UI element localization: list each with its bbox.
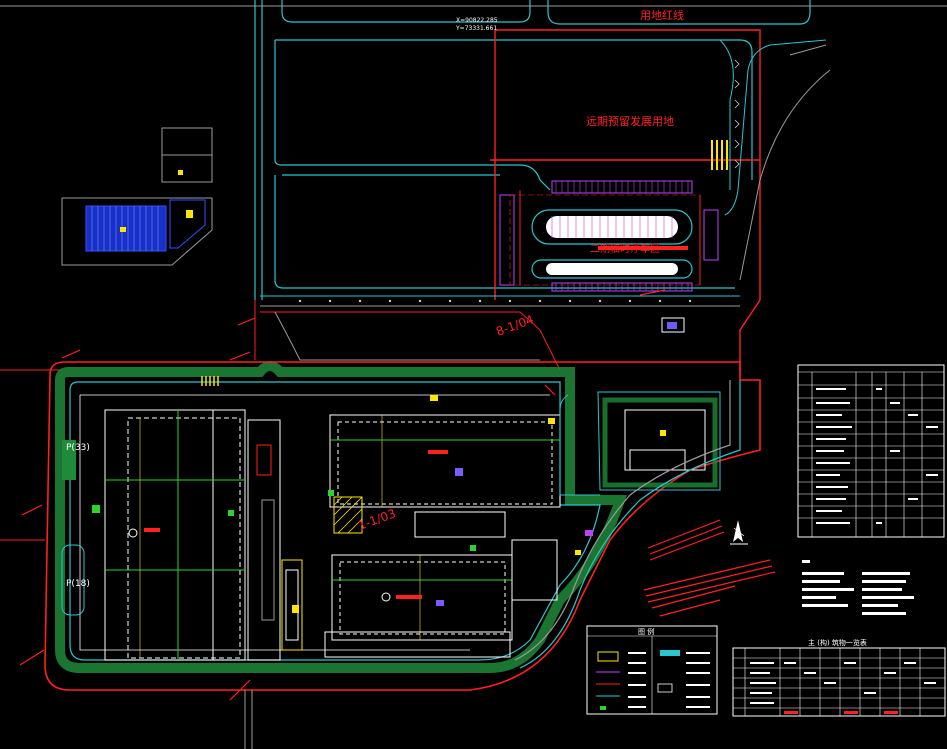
- bottom-lines: [0, 369, 253, 749]
- marker-yellow-2: [186, 210, 193, 218]
- future-land-label: 远期预留发展用地: [586, 114, 674, 128]
- guard-booth: [661, 317, 685, 333]
- future-land-red-line: [490, 29, 761, 375]
- right-road-edges: [719, 39, 827, 216]
- trees-right-edge: [734, 59, 740, 169]
- parking-p18-area: [61, 544, 85, 616]
- crosswalk-top-right: [711, 140, 728, 170]
- building-3-number: [381, 592, 391, 602]
- section-mark-1: 8-1/04: [494, 312, 535, 338]
- middle-road: [254, 295, 740, 371]
- marker-yellow-3: [120, 227, 126, 232]
- annex-mark: [660, 430, 666, 436]
- building-3-tag: [396, 595, 422, 599]
- building-2-purple-mark: [455, 468, 463, 476]
- legend-panel: [586, 625, 718, 715]
- parking-zone-label: 二期临时停车区: [590, 242, 660, 255]
- green-mark-2: [228, 510, 234, 516]
- annex-building: [559, 391, 721, 496]
- building-2-tag: [428, 450, 448, 454]
- top-road-lines: [254, 0, 811, 300]
- green-mark-3: [328, 490, 334, 496]
- building-3-purple-mark: [436, 600, 444, 606]
- marker-yellow-1: [178, 170, 183, 175]
- yellow-mark-a: [548, 418, 555, 424]
- indices-table: [797, 364, 945, 538]
- coord-line-1: X=90822.285: [456, 17, 498, 24]
- site-red-boundary: [44, 361, 761, 691]
- legend-title: 图 例: [638, 627, 654, 636]
- coord-line-2: Y=73331.661: [455, 25, 497, 32]
- green-mark-4: [92, 505, 100, 513]
- small-buildings: [324, 511, 558, 658]
- hatched-block: [333, 496, 363, 534]
- building-2: [329, 414, 561, 508]
- parking-p18-label: P(18): [66, 579, 90, 589]
- buildings-table-title: 主 (构) 筑物一览表: [808, 638, 867, 647]
- buildings-table: [732, 647, 946, 717]
- central-strip: [247, 419, 303, 661]
- green-mark-1: [470, 545, 476, 551]
- notes-block: [802, 560, 914, 615]
- temp-parking-area: [499, 180, 719, 292]
- red-annotations: [19, 289, 776, 701]
- building-1: [104, 409, 246, 661]
- site-white-road: [79, 394, 550, 651]
- right-curve-road: [739, 44, 831, 281]
- yellow-mark-c: [292, 605, 299, 613]
- magenta-mark: [585, 530, 593, 536]
- red-line-title: 用地红线: [640, 8, 684, 22]
- parking-p33-area: [62, 440, 76, 480]
- north-arrow-icon: [730, 520, 748, 545]
- se-curve-road: [514, 380, 741, 669]
- parking-p33-label: P(33): [66, 443, 90, 453]
- building-1-number: [128, 528, 138, 538]
- yellow-mark-b: [430, 395, 438, 401]
- guard-booth-fill: [667, 322, 677, 329]
- yellow-mark-d: [575, 550, 581, 555]
- site-green-belt: [55, 361, 627, 673]
- road-fence-dots: [298, 299, 692, 303]
- building-1-tag: [144, 528, 160, 532]
- upper-left-building: [61, 127, 213, 266]
- site-cyan-road: [69, 381, 601, 661]
- crosswalk-left: [201, 376, 219, 386]
